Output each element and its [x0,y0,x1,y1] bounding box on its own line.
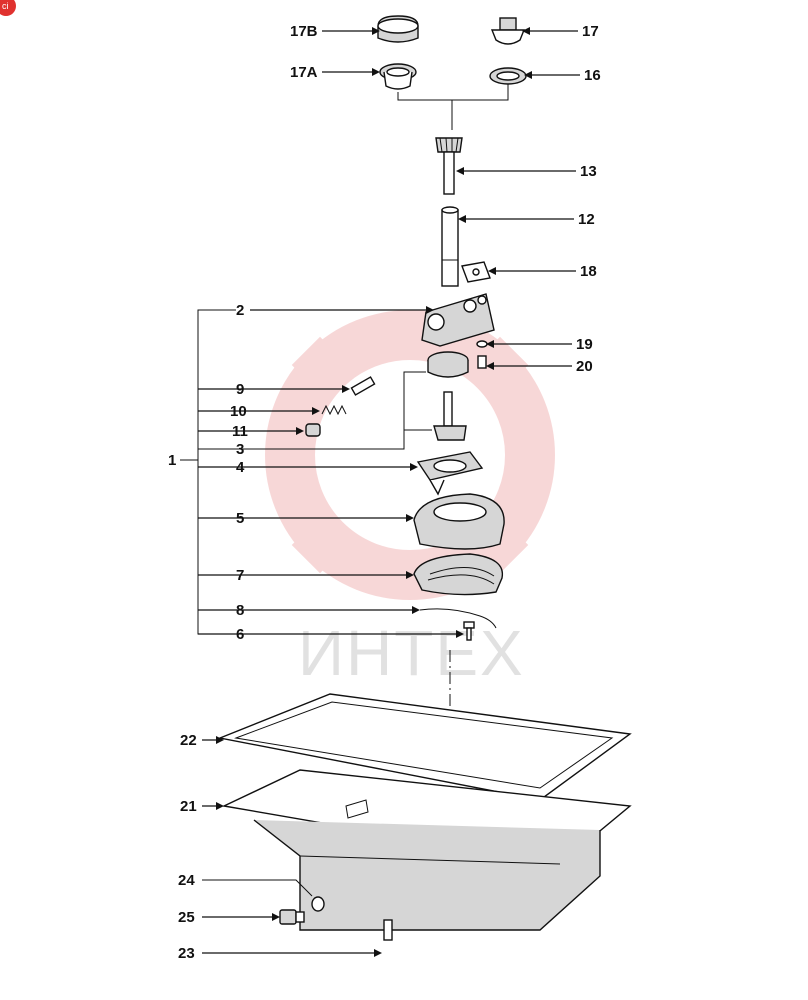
label-3: 3 [236,441,244,458]
part-22-pan-gasket [217,693,632,801]
label-25: 25 [178,909,195,926]
label-1: 1 [168,452,176,469]
part-12-shaft [441,206,459,287]
label-10: 10 [230,403,247,420]
label-17a: 17A [290,64,318,81]
label-13: 13 [580,163,597,180]
label-21: 21 [180,798,197,815]
label-7: 7 [236,567,244,584]
part-21-oil-pan [221,769,632,931]
label-23: 23 [178,945,195,962]
part-5-screen-housing [413,493,505,550]
label-22: 22 [180,732,197,749]
watermark-gear-icon [265,310,555,600]
label-18: 18 [580,263,597,280]
label-11: 11 [232,423,248,440]
part-25-drain-plug [279,909,305,925]
part-3-rotor [427,351,469,378]
label-6: 6 [236,626,244,643]
label-2: 2 [236,302,244,319]
part-9-valve [350,376,376,396]
part-8-wire [419,608,497,629]
label-17b: 17B [290,23,318,40]
part-6-bolt [463,621,475,641]
svg-text:ci: ci [2,1,9,11]
label-17: 17 [582,23,599,40]
part-10-spring [321,404,347,416]
label-8: 8 [236,602,244,619]
part-3-shaft [433,391,467,441]
label-9: 9 [236,381,244,398]
part-11-cap [305,423,321,437]
label-19: 19 [576,336,593,353]
part-7-screen [413,553,504,596]
part-17a-seal [379,63,417,90]
corner-badge: ci [0,0,16,16]
part-23-screw [383,919,393,941]
part-24-washer [311,896,325,912]
label-24: 24 [178,872,195,889]
part-17-plug [490,17,526,45]
label-16: 16 [584,67,601,84]
part-16-ring [489,67,527,85]
part-13-drive-gear-shaft [435,137,463,195]
label-4: 4 [236,459,245,476]
watermark-text: ИНТЕХ [298,617,525,689]
label-20: 20 [576,358,593,375]
part-4-plate [416,451,484,496]
label-12: 12 [578,211,595,228]
part-20-bolt [477,355,487,369]
part-18-gasket [461,261,491,283]
part-19-washer [476,340,488,348]
part-2-pump-body [421,293,495,347]
part-17b-cap [377,15,419,43]
label-5: 5 [236,510,244,527]
